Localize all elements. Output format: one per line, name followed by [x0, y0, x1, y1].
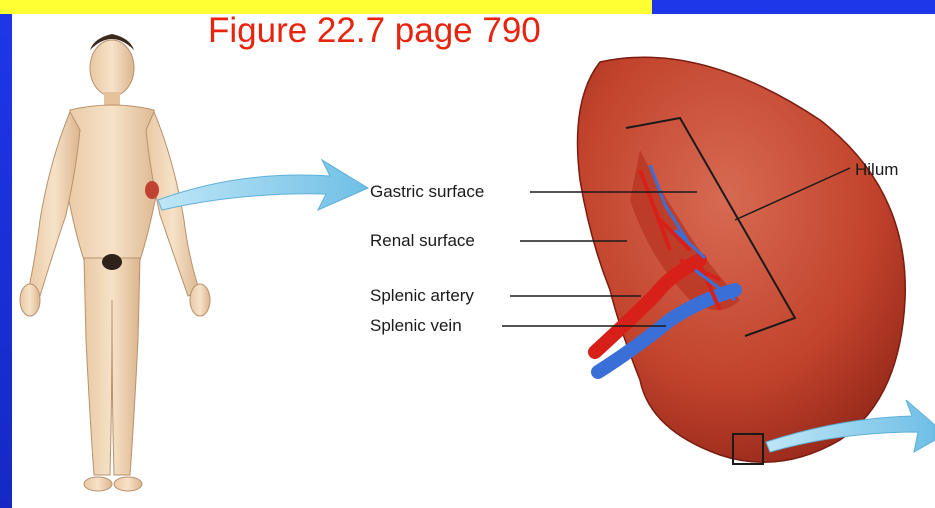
- label-hilum: Hilum: [855, 160, 898, 180]
- label-splenic-vein: Splenic vein: [370, 316, 462, 336]
- spleen-location-marker: [145, 181, 159, 199]
- human-body-figure: [20, 34, 210, 491]
- label-renal-surface: Renal surface: [370, 231, 475, 251]
- pointer-arrow-left: [158, 160, 368, 210]
- label-splenic-artery: Splenic artery: [370, 286, 474, 306]
- label-gastric-surface: Gastric surface: [370, 182, 484, 202]
- spleen-organ: [578, 57, 906, 462]
- figure-title: Figure 22.7 page 790: [208, 12, 541, 51]
